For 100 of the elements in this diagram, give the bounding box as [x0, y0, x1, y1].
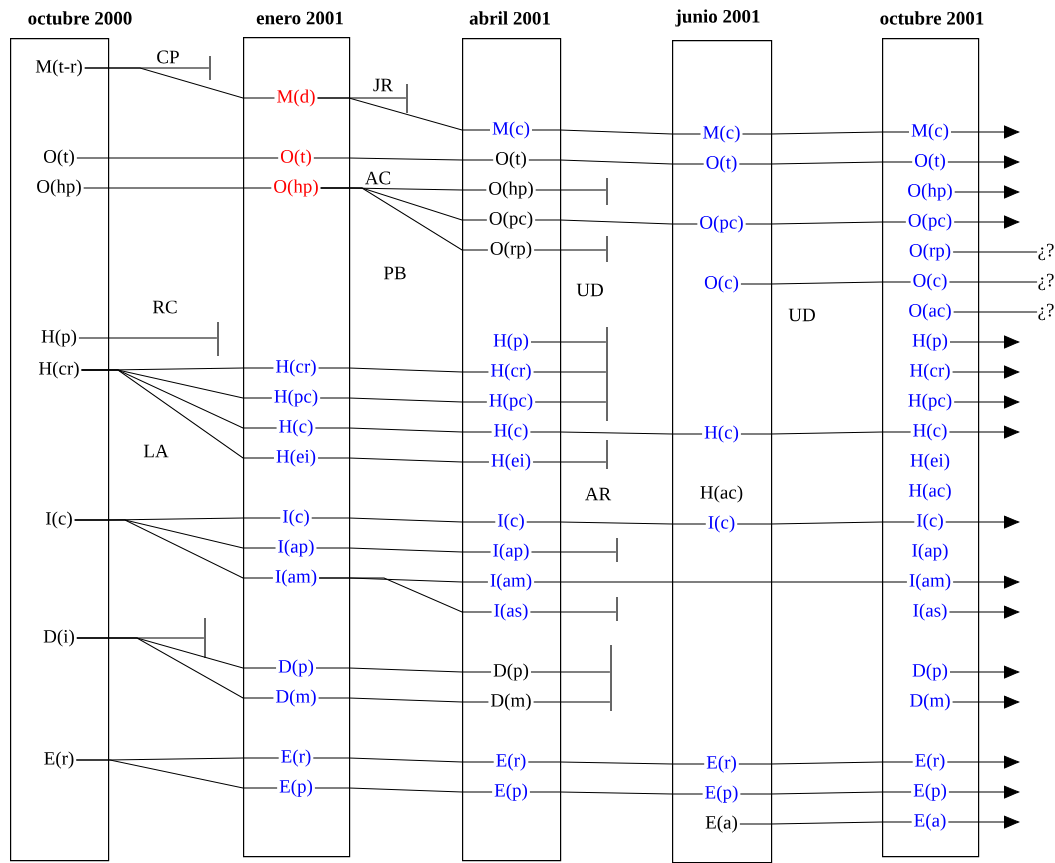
- arrow: [952, 695, 1020, 709]
- item-label: O(hp): [908, 183, 952, 201]
- connector-line: [529, 611, 617, 613]
- connector-line: [76, 157, 279, 159]
- item-label: E(p): [494, 783, 528, 801]
- connector-line: [534, 219, 698, 225]
- connector-line: [529, 791, 704, 795]
- item-label: D(m): [910, 693, 950, 711]
- item-label: E(p): [913, 783, 947, 801]
- item-label: I(ap): [278, 539, 314, 557]
- item-label: E(r): [281, 749, 311, 767]
- connector-line: [533, 581, 908, 583]
- item-label: O(rp): [909, 243, 951, 261]
- question-mark: ¿?: [1038, 243, 1054, 261]
- item-label: H(pc): [908, 393, 952, 411]
- connector-line: [953, 311, 1038, 313]
- item-label: I(c): [917, 513, 943, 531]
- item-label: D(p): [493, 663, 529, 681]
- abbreviation-label: AR: [585, 487, 612, 501]
- item-label: E(r): [706, 755, 736, 773]
- item-label: O(hp): [274, 179, 318, 197]
- item-label: H(c): [913, 423, 947, 441]
- connector-line: [745, 221, 907, 225]
- item-label: H(p): [41, 329, 77, 347]
- connector-line: [530, 341, 607, 343]
- arrow: [948, 785, 1020, 799]
- item-label: O(c): [913, 273, 947, 291]
- connector-line: [84, 67, 275, 99]
- item-label: I(as): [913, 603, 947, 621]
- item-label: H(cr): [276, 359, 316, 377]
- arrow: [952, 575, 1020, 589]
- item-label: I(c): [498, 513, 524, 531]
- arrow: [954, 185, 1020, 199]
- item-label: H(pc): [274, 389, 318, 407]
- connector-line: [740, 281, 912, 285]
- item-label: O(t): [43, 149, 74, 167]
- item-label: E(p): [279, 779, 313, 797]
- item-label: H(cr): [910, 363, 950, 381]
- connector-line: [314, 427, 493, 433]
- item-label: O(c): [704, 275, 739, 293]
- abbreviation-label: CP: [157, 50, 179, 64]
- arrow: [947, 155, 1020, 169]
- connector-line: [533, 371, 607, 373]
- connector-line: [738, 761, 914, 765]
- item-label: H(c): [494, 423, 528, 441]
- item-label: H(cr): [39, 361, 79, 379]
- item-label: H(cr): [491, 363, 531, 381]
- connector-line: [318, 577, 493, 613]
- item-label: E(a): [705, 815, 737, 833]
- arrow: [948, 605, 1020, 619]
- item-label: I(c): [46, 511, 72, 529]
- item-label: O(t): [495, 151, 526, 169]
- connector-line: [312, 757, 495, 763]
- item-label: E(r): [915, 753, 945, 771]
- connector-line: [528, 159, 705, 165]
- connector-line: [317, 97, 491, 131]
- abbreviation-label: UD: [576, 283, 603, 297]
- item-label: H(c): [704, 425, 739, 443]
- connector-line: [532, 461, 607, 463]
- item-label: O(hp): [489, 181, 533, 199]
- connector-line: [317, 457, 490, 463]
- item-label: E(r): [44, 751, 74, 769]
- item-label: I(ap): [912, 543, 948, 561]
- arrow: [945, 515, 1020, 529]
- connector-line: [315, 547, 492, 553]
- item-label: O(ac): [909, 303, 951, 321]
- connector-line: [320, 187, 489, 251]
- item-label: O(t): [706, 155, 737, 173]
- item-label: D(i): [43, 629, 74, 647]
- connector-line: [78, 337, 218, 339]
- arrow: [949, 665, 1020, 679]
- connector-line: [76, 637, 274, 699]
- connector-line: [319, 397, 488, 403]
- connector-line: [74, 519, 274, 579]
- item-label: I(c): [283, 509, 309, 527]
- arrow: [952, 365, 1020, 379]
- arrow: [950, 125, 1020, 139]
- column-heading: abril 2001: [469, 11, 550, 25]
- column-heading: octubre 2001: [880, 11, 984, 25]
- column-heading: junio 2001: [675, 9, 760, 27]
- item-label: D(p): [912, 663, 948, 681]
- connector-line: [530, 551, 617, 553]
- item-label: M(t-r): [35, 59, 82, 77]
- item-label: I(ap): [493, 543, 529, 561]
- connector-line: [739, 791, 912, 795]
- connector-line: [313, 157, 494, 161]
- item-label: O(rp): [490, 241, 532, 259]
- column-heading: octubre 2000: [28, 11, 132, 25]
- connector-line: [81, 369, 275, 459]
- item-label: H(ei): [276, 449, 316, 467]
- question-mark: ¿?: [1038, 303, 1054, 321]
- connector-line: [534, 401, 607, 403]
- abbreviation-label: RC: [152, 300, 177, 314]
- column-heading: enero 2001: [256, 11, 343, 25]
- item-label: H(p): [912, 333, 948, 351]
- item-label: E(r): [496, 753, 526, 771]
- item-label: I(as): [494, 603, 528, 621]
- item-label: I(am): [490, 573, 532, 591]
- item-label: O(t): [914, 153, 945, 171]
- abbreviation-label: PB: [383, 266, 406, 280]
